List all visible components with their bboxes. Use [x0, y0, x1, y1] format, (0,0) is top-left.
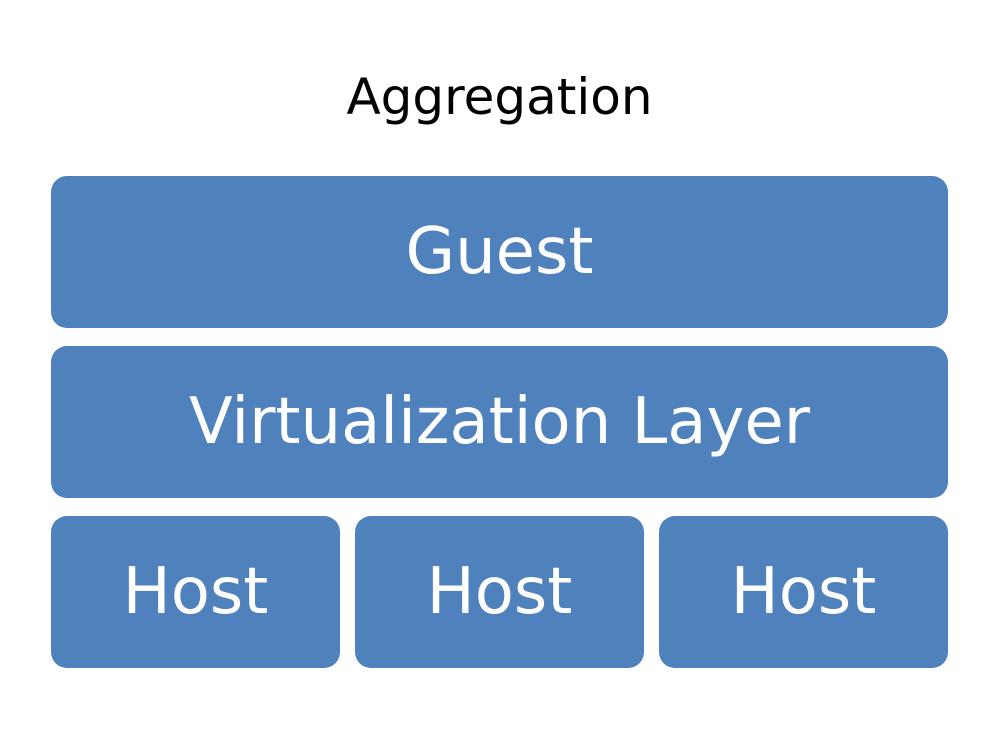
host-label-1: Host: [122, 555, 269, 629]
host-label-3: Host: [730, 555, 877, 629]
host-block-2: Host: [355, 516, 644, 668]
host-block-3: Host: [659, 516, 948, 668]
guest-block: Guest: [51, 176, 948, 328]
guest-label: Guest: [405, 215, 594, 289]
virtualization-layer-block: Virtualization Layer: [51, 346, 948, 498]
slide-title: Aggregation: [346, 68, 653, 126]
host-label-2: Host: [426, 555, 573, 629]
host-block-1: Host: [51, 516, 340, 668]
virtualization-layer-label: Virtualization Layer: [188, 385, 811, 459]
